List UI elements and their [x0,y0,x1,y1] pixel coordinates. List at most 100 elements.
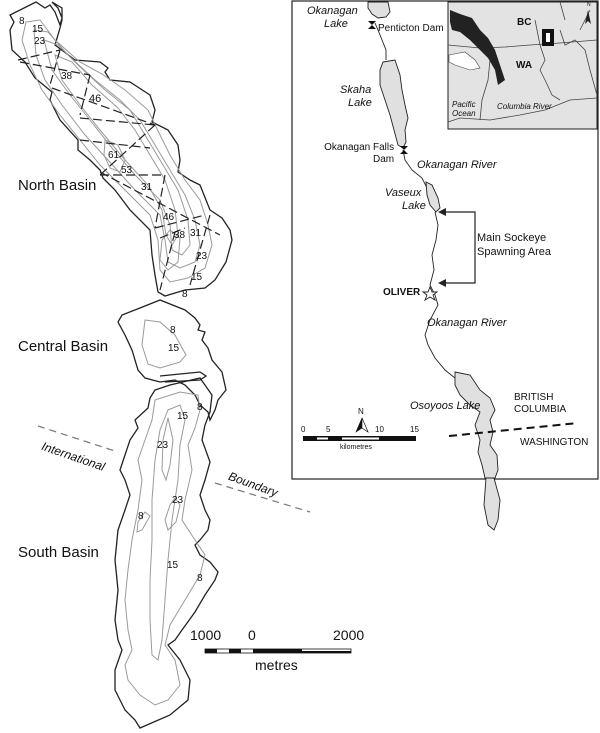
bc-wa-border-line [448,422,579,437]
skaha-lake [379,59,409,149]
okanagan-falls-dam-label: Okanagan Falls Dam [321,143,394,165]
depth-label: 8 [197,573,203,584]
km-unit-label: kilometres [340,444,372,451]
oliver-star-icon [421,285,439,302]
okanagan-lake-label: Okanagan Lake [307,6,358,30]
osoyoos-lake-south [483,477,501,531]
contour-line [33,29,201,269]
label-line: Pacific [452,100,476,109]
label-line: BRITISH [514,392,554,403]
scale-tick-label: 1000 [190,627,222,643]
label-line: Skaha [340,84,372,96]
okanagan-river-upper [374,22,387,60]
contour-line [124,391,206,706]
depth-label: 15 [177,411,189,422]
contour-line [141,319,187,369]
north-arrow-label: N [358,407,364,416]
penticton-dam-label: Penticton Dam [378,23,444,34]
washington-label: WASHINGTON [520,437,589,448]
osoyoos-lake-label: Osoyoos Lake [410,400,481,412]
contour-line [54,54,179,246]
depth-label: 38 [174,230,186,241]
british-columbia-label: BRITISH COLUMBIA [514,393,566,415]
label-line: Lake [402,200,426,212]
spawning-area-bracket [445,211,476,284]
depth-label: 15 [32,24,44,35]
vaseux-lake-label: Vaseux Lake [385,188,426,212]
depth-label: 8 [138,511,144,522]
inset-bc-label: BC [517,17,532,28]
north-basin-shoreline [9,1,233,297]
km-tick-label: 15 [410,425,419,434]
depth-label: 23 [157,440,169,451]
label-line: Dam [373,154,395,165]
contour-line [149,404,186,661]
metres-scale-bar [204,648,352,654]
south-basin-shoreline [114,377,219,729]
depth-label: 15 [168,343,180,354]
central-basin-shoreline [117,299,227,422]
km-tick-label: 0 [301,425,306,434]
inset-north-label: N [587,2,591,8]
scale-tick-label: 0 [248,627,256,643]
contour-line [136,511,151,533]
inset-columbia-river-label: Columbia River [497,102,552,111]
depth-label: 53 [121,165,133,176]
depth-label: 23 [34,36,46,47]
kilometres-scale-bar [303,436,416,441]
depth-label: 31 [141,182,153,193]
depth-label: 8 [182,289,188,300]
inset-wa-label: WA [516,60,533,71]
depth-label: 46 [163,212,175,223]
oliver-label: OLIVER [383,287,421,298]
km-tick-label: 10 [375,425,384,434]
label-line: Ocean [452,109,476,118]
contour-line [159,229,181,271]
depth-label: 8 [197,402,203,413]
scale-tick-label: 2000 [333,627,365,643]
depth-label: 23 [172,495,184,506]
contour-line [161,417,174,482]
label-line: Lake [348,97,372,109]
km-tick-label: 5 [326,425,331,434]
okanagan-falls-dam-icon [400,146,408,154]
depth-label: 61 [108,150,120,161]
okanagan-river-label: Okanagan River [417,159,497,171]
south-basin-label: South Basin [18,544,99,561]
okanagan-river-label: Okanagan River [427,317,507,329]
transect-line [17,49,221,291]
inset-map [447,1,598,130]
spawning-area-label: Main Sockeye Spawning Area [477,233,551,258]
depth-label: 38 [61,71,73,82]
contour-line [103,139,126,173]
contour-line [21,19,213,283]
depth-label: 15 [191,272,203,283]
vaseux-lake [425,181,441,213]
label-line: Lake [324,18,348,30]
label-line: Vaseux [385,187,422,199]
depth-label: 15 [167,560,179,571]
penticton-dam-icon [368,21,376,29]
north-basin-label: North Basin [18,177,97,194]
okanagan-lake [367,1,391,19]
inset-ocean-label: Pacific Ocean [452,101,476,118]
okanagan-river-lower [424,211,461,389]
label-line: Okanagan Falls [324,142,395,153]
depth-label: 23 [196,251,208,262]
central-basin-label: Central Basin [18,338,109,355]
osoyoos-lake [454,371,499,479]
label-line: COLUMBIA [514,404,567,415]
contour-line [164,497,181,531]
skaha-lake-label: Skaha Lake [340,85,372,109]
depth-label: 8 [170,325,176,336]
depth-label: 46 [89,93,102,105]
international-boundary-line [37,425,311,513]
depth-label: 8 [19,16,25,27]
label-line: Okanagan [307,5,358,17]
depth-label: 31 [190,228,202,239]
scale-unit-label: metres [255,657,298,673]
label-line: Spawning Area [477,246,551,258]
contour-line [43,39,191,256]
label-line: Main Sockeye [477,232,547,244]
